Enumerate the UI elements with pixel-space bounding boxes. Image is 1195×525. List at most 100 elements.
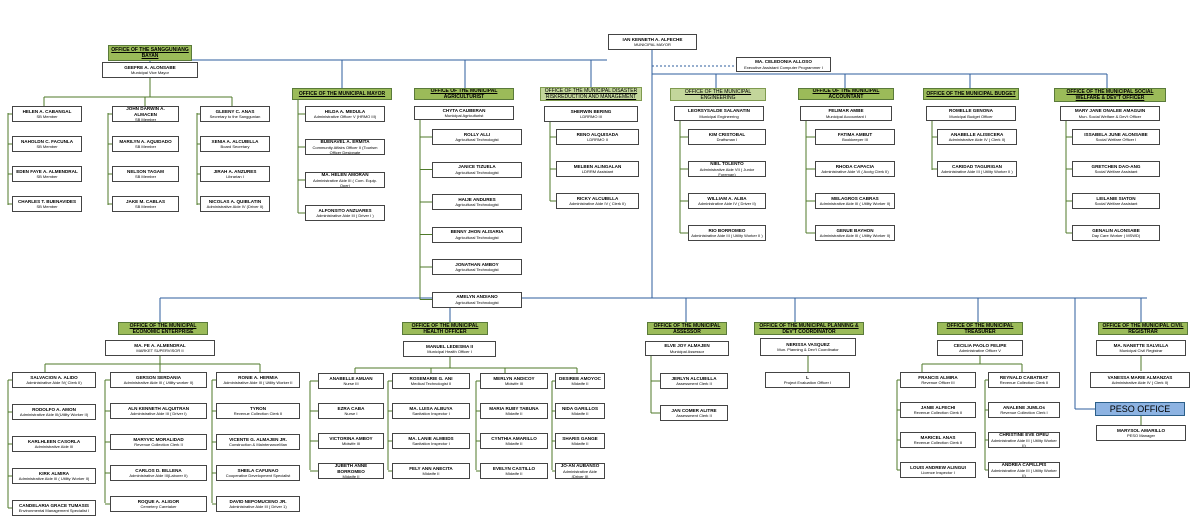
position-title: SB Member <box>134 117 157 122</box>
position-title: Municipal Civil Registrar <box>1119 348 1163 354</box>
office-mayor: OFFICE OF THE MUNICIPAL MAYOR <box>292 88 392 100</box>
person-name: MA. NANETTE SALVILLA <box>1113 342 1169 348</box>
position-title: Revenue Collection Clerk II <box>233 411 283 417</box>
office-drrm: OFFICE OF THE MUNICIPAL DISASTER RISKRED… <box>540 87 642 101</box>
person-name: MARIA RUBY TABUNA <box>489 405 539 411</box>
position-title: LDRRM Assistant <box>581 169 614 175</box>
position-title: Environmental Management Specialist I <box>18 508 90 514</box>
person-name: RENO ALQUISADA <box>576 131 619 137</box>
position-title: Board Secretary <box>220 144 250 150</box>
person-name: RICKY ALCUBILLA <box>576 195 619 201</box>
position-title: Administrative Aide (Driver II) <box>562 468 597 479</box>
position-title: Revenue Collection Clerk I <box>1000 410 1048 416</box>
position-title: Project Evaluation Officer I <box>783 380 832 386</box>
person-name: JANICE TIZUELA <box>458 164 496 170</box>
office-label: OFFICE OF THE MUNICIPAL SOCIAL WELFARE &… <box>1066 89 1154 101</box>
position-title: Midwife II <box>571 441 589 447</box>
person-name: GERSON SERDANIA <box>135 374 182 380</box>
office-peso: PESO OFFICE <box>1095 402 1185 416</box>
person-name: HAIJE ANDURES <box>458 196 496 202</box>
person-name: RODOLFO A. AMON <box>32 406 76 412</box>
office-label: OFFICE OF THE MUNICIPAL TREASURER <box>946 322 1014 335</box>
office-label: OFFICE OF THE MUNICIPAL CIVIL REGISTRAR <box>1102 322 1184 335</box>
position-title: Administrative Aide III ( Utility Worker… <box>941 169 1013 175</box>
office-treasurer: OFFICE OF THE MUNICIPAL TREASURER <box>937 322 1023 335</box>
position-title: Day Care Worker ( MSWD) <box>1091 233 1141 239</box>
office-mswd: OFFICE OF THE MUNICIPAL SOCIAL WELFARE &… <box>1054 88 1166 102</box>
person-name: EZRA CABA <box>337 405 365 411</box>
person-name: KIM CRISTOBAL <box>708 131 746 137</box>
person-name: CANDELARIA GRACE TUMASIS <box>18 502 89 508</box>
position-title: Mun. Social Welfare & Dev't Officer <box>1078 113 1142 119</box>
person-name: HELEN A. CABANGAL <box>22 108 72 114</box>
person-name: MARICEL ANAS <box>920 434 956 440</box>
staff-box: VICENTE G. ALMAJEN JR.Construction & Mai… <box>216 434 300 450</box>
position-title: Cemetery Caretaker <box>140 504 177 510</box>
person-name: ANALENE JUMLOs <box>1002 404 1046 410</box>
person-name: RIO BORROMEO <box>708 227 746 233</box>
position-title: Administrative Aide III ( Utility Worker… <box>819 233 891 239</box>
position-title: Assessment Clerk II <box>676 413 712 419</box>
person-name: JOHN DARWIN A. ALMACEN <box>126 106 165 117</box>
person-name: ISSABELA JUNE ALONSABE <box>1084 131 1148 137</box>
position-title: SB Member <box>36 114 58 120</box>
position-title: Midwife II <box>571 381 589 387</box>
position-title: Construction & MaintenanceMan <box>228 442 288 448</box>
position-title: Midwife II <box>571 411 589 417</box>
person-name: VANESSA MARIE ALMANZAS <box>1107 374 1173 380</box>
position-title: Administrative Aide III ( Utility Worker… <box>18 476 90 482</box>
person-name: MARY JANE ONALEE AMAGUIN <box>1074 108 1146 114</box>
person-name: CARIDAD TAGURIGAN <box>952 163 1002 169</box>
position-title: LDRRMO III <box>580 114 602 120</box>
person-name: DAVID NEPOMUCENO JR. <box>229 498 287 504</box>
position-title: Agricultural Technologist <box>455 267 499 273</box>
position-title: LDRRMO II <box>587 137 608 143</box>
person-name: SHARIS GANGE <box>562 435 598 441</box>
position-title: Municipal Budget Officer <box>949 113 993 119</box>
position-title: Community Affairs Officer II (Tourism Of… <box>312 144 378 155</box>
person-name: CYNTHIA AMARILLO <box>491 435 537 441</box>
position-title: Administrative Aide IV ( Clerk II) <box>569 201 626 207</box>
person-name: EVELYN CASTILLO <box>492 465 536 471</box>
person-name: JAN COMER ALITRE <box>671 407 717 413</box>
office-assessor: OFFICE OF THE MUNICIPAL ASSESSOR <box>647 322 727 335</box>
person-name: ROQUE A. ALIGOR <box>137 498 180 504</box>
position-title: Administrative Aide VII ( Junior Foreman… <box>699 166 755 177</box>
position-title: Social Welfare Assistant <box>1094 169 1138 175</box>
position-title: SB Member <box>134 144 157 150</box>
person-name: MA. LUISA ALBUYA <box>409 405 453 411</box>
person-name: JO-AN AUBANSO <box>560 463 600 469</box>
position-title: Cooperative Development Specialist <box>225 473 291 479</box>
person-name: JIRAH A. ANZURES <box>213 168 257 174</box>
person-name: ELVE JOY ALMAJEN <box>664 343 710 349</box>
person-name: FELIMAR AMBE <box>828 108 864 114</box>
position-title: Administrative Aide III(Laborer II) <box>129 473 188 479</box>
